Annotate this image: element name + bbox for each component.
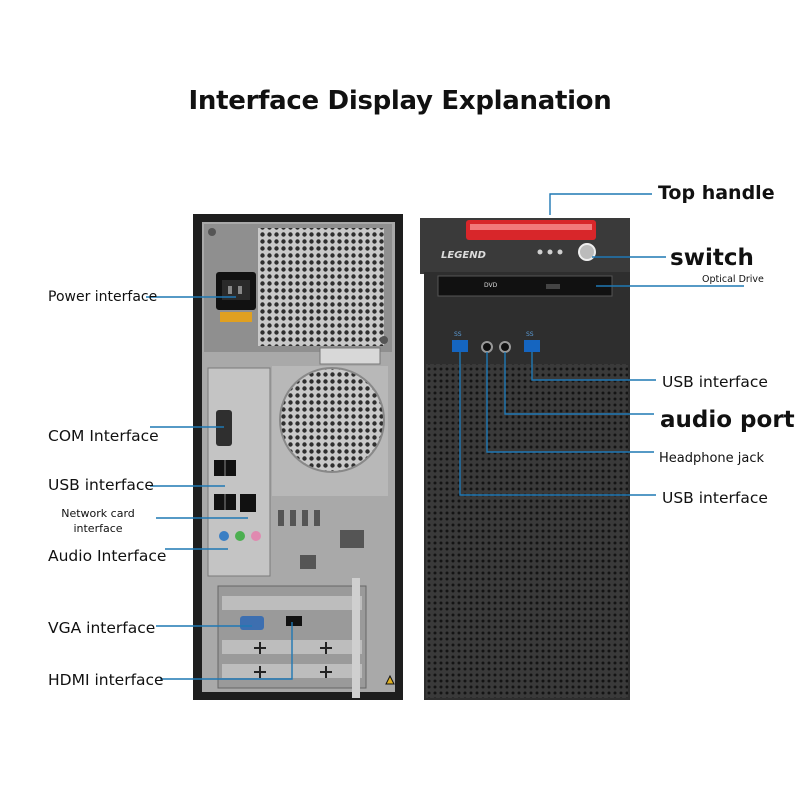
rear-view (193, 214, 403, 700)
callout-hdmi (160, 622, 293, 680)
label-hdmi-interface: HDMI interface (48, 671, 164, 689)
label-power-interface: Power interface (48, 289, 158, 305)
label-headphone-jack: Headphone jack (659, 451, 765, 466)
audio-jack-green (235, 531, 245, 541)
warning-sticker (220, 312, 252, 322)
caution-icon (385, 674, 395, 685)
power-switch (578, 243, 596, 261)
label-network-line1: Network card (61, 507, 135, 520)
audio-jack-blue (219, 531, 229, 541)
front-usb-right (524, 340, 540, 352)
callout-headphone (486, 352, 654, 453)
serial-label (319, 347, 381, 365)
hdmi-port (286, 616, 302, 626)
callout-usb-front-upper (531, 352, 656, 381)
dvd-logo: DVD (484, 282, 498, 289)
callout-top-handle (549, 193, 652, 215)
label-network-line2: interface (73, 521, 123, 535)
optical-drive (437, 275, 613, 297)
lan-port (240, 494, 256, 512)
case-fan-grille (279, 367, 385, 473)
label-network-card: Network card interface (56, 508, 140, 534)
front-view (420, 218, 630, 700)
audio-jack-pink (251, 531, 261, 541)
label-audio-interface: Audio Interface (48, 547, 167, 565)
front-usb-left (452, 340, 468, 352)
label-optical-drive: Optical Drive (702, 274, 764, 285)
psu-fan-grille (258, 228, 384, 346)
callout-audio-port (504, 352, 654, 415)
label-usb-interface-front-lower: USB interface (662, 489, 768, 507)
com-port (216, 410, 232, 446)
label-usb-interface-front-upper: USB interface (662, 373, 768, 391)
callout-lines (146, 193, 744, 680)
label-vga-interface: VGA interface (48, 619, 156, 637)
vga-port (240, 616, 264, 630)
usb-ss-right: SS (526, 331, 534, 338)
label-usb-interface-rear: USB interface (48, 476, 154, 494)
headphone-jack (481, 341, 493, 353)
usb-ss-left: SS (454, 331, 462, 338)
brand-logo: LEGEND (441, 250, 486, 261)
mic-jack (499, 341, 511, 353)
callout-usb-front-lower (459, 352, 656, 496)
page-title: Interface Display Explanation (188, 86, 612, 116)
label-audio-port: audio port (660, 407, 795, 433)
label-switch: switch (670, 245, 754, 271)
label-top-handle: Top handle (658, 182, 775, 204)
label-com-interface: COM Interface (48, 427, 159, 445)
